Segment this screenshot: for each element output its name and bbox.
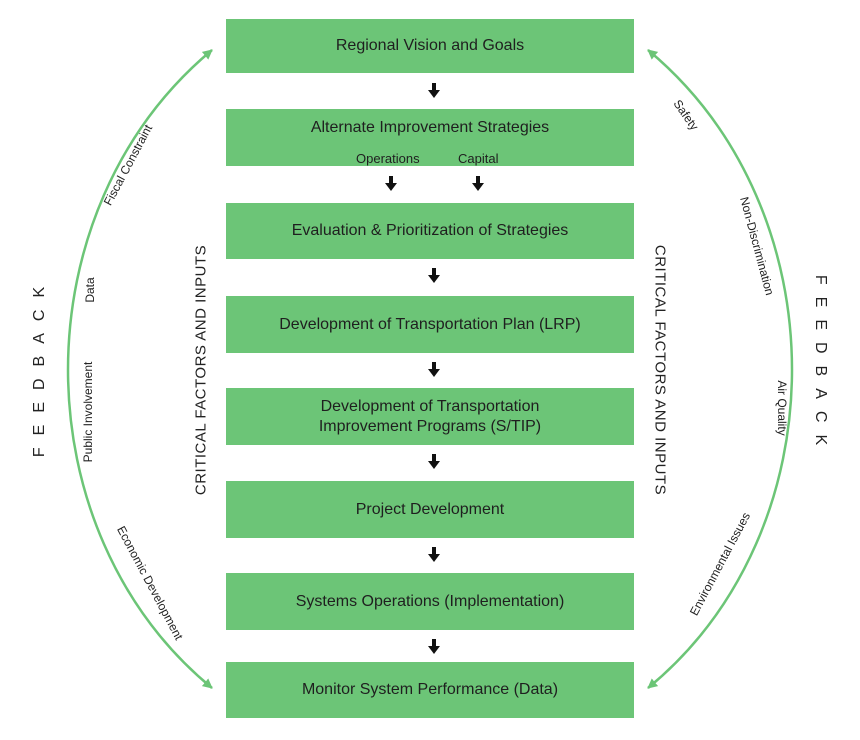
right-feedback-arc <box>647 49 794 689</box>
tip-label-line1: Development of Transportation <box>320 397 540 415</box>
project-development-box: Project Development <box>226 481 634 538</box>
feedback-left-label: FEEDBACK <box>31 274 48 458</box>
monitor-box: Monitor System Performance (Data) <box>226 662 634 718</box>
critical-factors-right-label: CRITICAL FACTORS AND INPUTS <box>651 244 669 496</box>
regional-vision-label: Regional Vision and Goals <box>335 37 525 54</box>
project-development-label: Project Development <box>355 500 505 518</box>
transportation-plan-box: Development of Transportation Plan (LRP) <box>226 296 634 353</box>
systems-operations-label: Systems Operations (Implementation) <box>295 592 565 610</box>
alternate-strategies-label: Alternate Improvement Strategies <box>310 119 550 136</box>
tip-box: Development of Transportation Improvemen… <box>226 388 634 445</box>
evaluation-box: Evaluation & Prioritization of Strategie… <box>226 203 634 259</box>
feedback-right-label: FEEDBACK <box>812 274 829 458</box>
data-label: Data <box>83 277 97 303</box>
transportation-plan-label: Development of Transportation Plan (LRP) <box>279 315 581 333</box>
alternate-strategies-box: Alternate Improvement Strategies Operati… <box>226 109 634 166</box>
operations-label: Operations <box>356 151 420 166</box>
evaluation-label: Evaluation & Prioritization of Strategie… <box>291 222 569 239</box>
systems-operations-box: Systems Operations (Implementation) <box>226 573 634 630</box>
regional-vision-box: Regional Vision and Goals <box>226 19 634 73</box>
left-feedback-arc <box>66 49 213 689</box>
capital-label: Capital <box>458 151 499 166</box>
tip-label-line2: Improvement Programs (S/TIP) <box>318 417 542 435</box>
air-quality-label: Air Quality <box>775 380 789 436</box>
critical-factors-left-label: CRITICAL FACTORS AND INPUTS <box>192 244 210 496</box>
public-involvement-label: Public Involvement <box>81 361 95 463</box>
monitor-label: Monitor System Performance (Data) <box>301 681 559 698</box>
